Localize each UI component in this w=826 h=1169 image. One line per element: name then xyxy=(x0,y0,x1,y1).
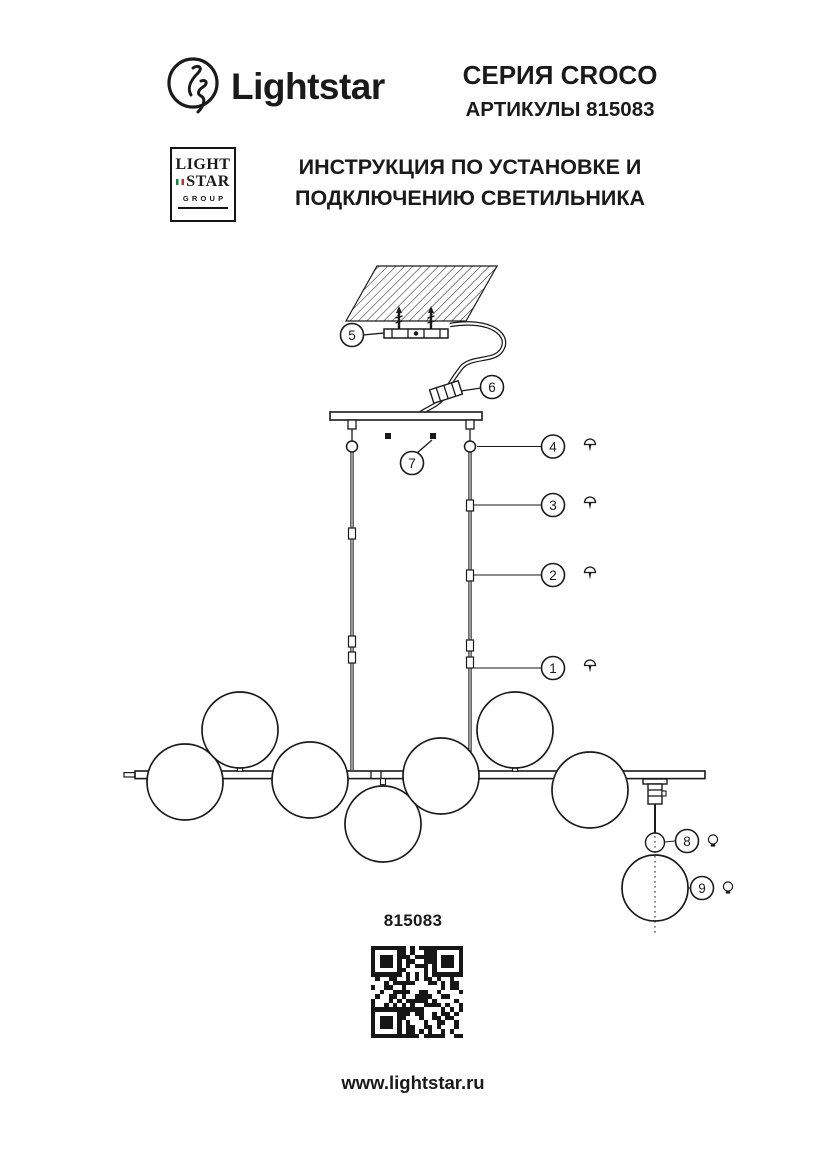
glass-sphere xyxy=(344,785,422,863)
callout-2: 2 xyxy=(474,562,566,588)
glass-sphere xyxy=(271,741,349,819)
glass-sphere xyxy=(551,751,629,829)
callout-number: 8 xyxy=(683,834,691,849)
lamp-assembly-detail xyxy=(621,778,689,934)
mounting-bracket xyxy=(383,328,449,339)
articles-number: АРТИКУЛЫ 815083 xyxy=(465,98,655,121)
anchor-screw-icon xyxy=(395,306,403,330)
callout-number: 9 xyxy=(698,881,706,896)
callout-number: 6 xyxy=(488,380,496,395)
brand-wordmark: Lightstar xyxy=(231,66,385,107)
bulb-icon xyxy=(707,834,719,847)
ceiling-canopy xyxy=(329,411,483,439)
callout-1: 1 xyxy=(474,655,566,681)
glass-sphere xyxy=(476,691,554,769)
group-logo-star: STAR xyxy=(186,173,230,190)
callout-number: 2 xyxy=(549,568,557,583)
glass-sphere xyxy=(146,743,224,821)
callout-5: 5 xyxy=(339,322,385,348)
anchor-screw-icon xyxy=(427,306,435,330)
suspension-rod-right xyxy=(463,419,477,773)
ceiling-hatch xyxy=(344,265,499,322)
callout-3: 3 xyxy=(474,492,566,518)
glass-sphere xyxy=(402,737,480,815)
glass-sphere xyxy=(201,691,279,769)
glass-spheres xyxy=(146,691,629,863)
terminal-block xyxy=(428,379,464,405)
callout-9: 9 xyxy=(688,875,715,901)
callout-number: 1 xyxy=(549,661,557,676)
series-block: СЕРИЯ CROCO АРТИКУЛЫ 815083 xyxy=(420,60,700,122)
website-url: www.lightstar.ru xyxy=(341,1072,485,1093)
article-number: 815083 xyxy=(383,911,443,930)
callout-number: 4 xyxy=(549,439,557,454)
callout-8: 8 xyxy=(664,828,700,854)
screw-icon xyxy=(583,438,597,452)
lightstar-logo-icon xyxy=(167,57,219,114)
italy-flag-icon xyxy=(176,178,185,185)
bulb-icon xyxy=(722,881,734,894)
callout-number: 3 xyxy=(549,498,557,513)
callout-number: 5 xyxy=(348,328,356,343)
suspension-rod-left xyxy=(345,419,359,770)
callout-6: 6 xyxy=(460,374,505,400)
group-logo-group: GROUP xyxy=(182,194,227,203)
group-logo-star-row: STAR xyxy=(172,173,234,190)
callout-4: 4 xyxy=(477,434,566,459)
instruction-title: ИНСТРУКЦИЯ ПО УСТАНОВКЕ И ПОДКЛЮЧЕНИЮ СВ… xyxy=(255,152,685,214)
callout-7: 7 xyxy=(399,439,433,476)
instruction-title-line2: ПОДКЛЮЧЕНИЮ СВЕТИЛЬНИКА xyxy=(294,186,646,210)
screw-icon xyxy=(583,659,597,673)
instruction-title-line1: ИНСТРУКЦИЯ ПО УСТАНОВКЕ И xyxy=(298,155,642,179)
callout-number: 7 xyxy=(408,456,416,471)
lightstar-group-logo: LIGHT STAR GROUP xyxy=(170,147,236,222)
qr-code xyxy=(371,946,463,1038)
series-title: СЕРИЯ CROCO xyxy=(462,60,658,90)
screw-icon xyxy=(583,496,597,510)
screw-icon xyxy=(583,566,597,580)
group-logo-light: LIGHT xyxy=(175,156,231,173)
brand-lockup: Lightstar xyxy=(163,54,385,120)
